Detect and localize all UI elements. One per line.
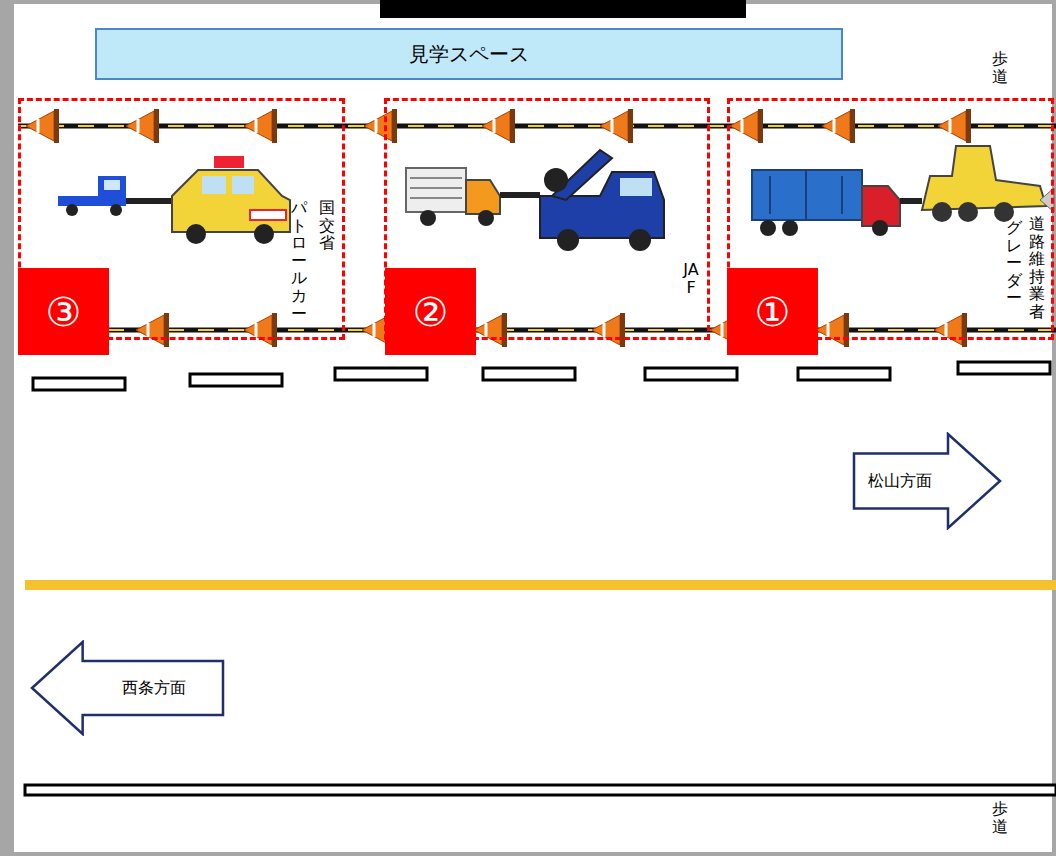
cone-stripe [741,119,744,133]
operator-label: 道路維持業者 [1029,215,1045,321]
cone-stripe [827,323,830,337]
cone-stripe [949,119,952,133]
cone-base [966,109,971,143]
callout-number: ① [727,268,818,355]
direction-arrow: 西条方面 [30,640,225,736]
vehicle-label: グレーダー [1006,219,1022,307]
masked-title [380,0,746,18]
cone-stripe [147,323,150,337]
cone-base [54,109,59,143]
cone-base [510,109,515,143]
traffic-cone [730,111,758,141]
traffic-cone [938,111,966,141]
cone-stripe [611,119,614,133]
edge-line [25,785,1056,795]
direction-label: 松山方面 [852,432,948,530]
cone-stripe [137,119,140,133]
center-line [25,580,1056,590]
cone-base [962,313,967,347]
direction-label: 西条方面 [82,640,225,736]
operator-label: 国交省 [319,199,335,252]
patrol-vehicles [58,156,290,244]
cone-base [844,313,849,347]
traffic-cone [816,315,844,345]
traffic-cone [822,111,850,141]
tow-vehicles [406,150,664,251]
cone-stripe [721,323,724,337]
cone-bar [18,328,1056,333]
work-zone: ①グレーダー道路維持業者 [727,98,1054,340]
traffic-cone [364,111,392,141]
viewing-area: 見学スペース [95,28,843,80]
traffic-cone [136,315,164,345]
cone-stripe [375,119,378,133]
cone-stripe [833,119,836,133]
cone-stripe [37,119,40,133]
cone-bar [18,329,1056,331]
traffic-cone [482,111,510,141]
traffic-cone [26,111,54,141]
cone-bar [18,125,1056,127]
cone-base [850,109,855,143]
cone-stripe [255,119,258,133]
callout-number: ② [385,268,476,355]
cone-base [272,109,277,143]
traffic-cone [126,111,154,141]
lane-dashes [33,362,1050,390]
cone-stripe [373,323,376,337]
cone-base [628,109,633,143]
cone-base [758,109,763,143]
traffic-cone [244,111,272,141]
cone-stripe [945,323,948,337]
vehicle-label: パトロールカー [291,199,307,322]
sidewalk-label: 歩道 [992,50,1008,85]
cone-stripe [255,323,258,337]
cone-stripe [485,323,488,337]
work-zone: ②JAF [384,98,710,340]
cone-base [620,313,625,347]
cone-base [272,313,277,347]
work-zone: ③パトロールカー国交省 [18,98,345,340]
cone-stripe [493,119,496,133]
cone-base [392,109,397,143]
area-label: 見学スペース [97,30,841,78]
traffic-cone [600,111,628,141]
traffic-cone [934,315,962,345]
sidewalk-label: 歩道 [992,800,1008,835]
operator-label: JAF [683,261,699,296]
cone-bar [18,124,1056,129]
traffic-cone [592,315,620,345]
cone-base [154,109,159,143]
traffic-cone [474,315,502,345]
cone-base [502,313,507,347]
traffic-cone [244,315,272,345]
direction-arrow: 松山方面 [852,432,1002,530]
callout-number: ③ [18,268,109,355]
cone-base [164,313,169,347]
cone-stripe [603,323,606,337]
